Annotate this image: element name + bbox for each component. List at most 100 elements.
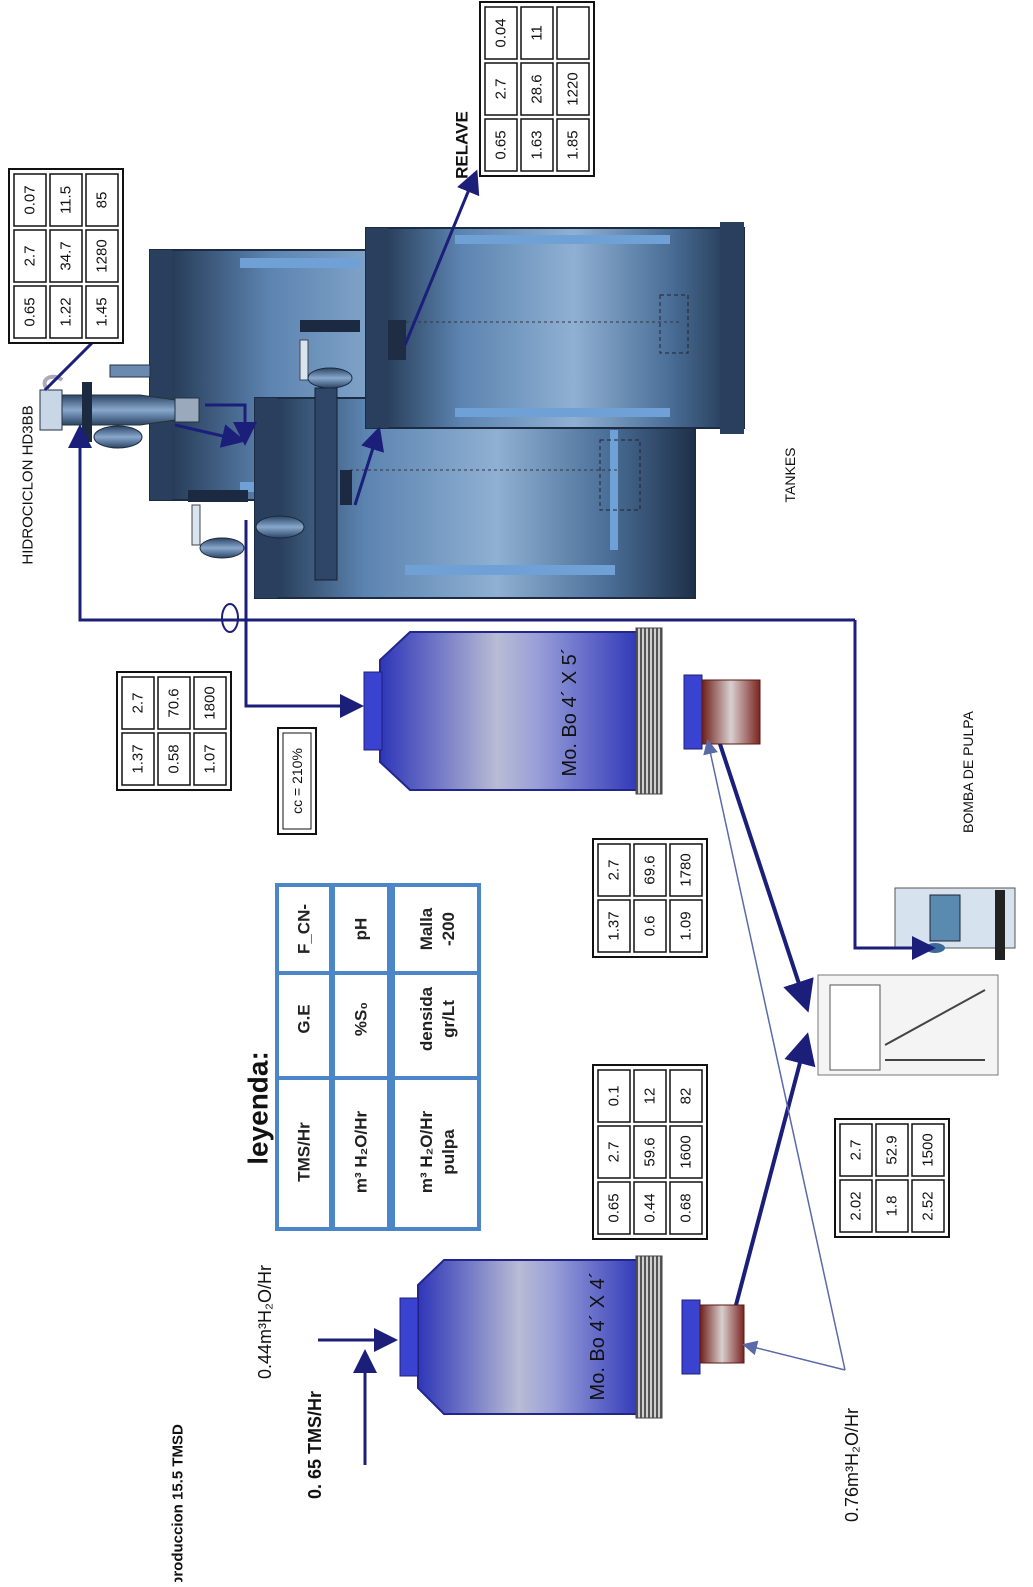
svg-text:59.6: 59.6	[642, 1137, 659, 1166]
svg-text:m³ H₂O/Hr: m³ H₂O/Hr	[352, 1111, 371, 1194]
produccion-label: produccion 15.5 TMSD	[170, 1424, 187, 1582]
table-cell: 2.7	[130, 693, 147, 714]
svg-text:1220: 1220	[565, 72, 582, 105]
hidrociclon-label: HIDROCICLON HD3BB	[20, 405, 37, 564]
table-cell: 1.63	[529, 130, 546, 159]
table-cell: 0.68	[678, 1193, 695, 1222]
svg-text:11: 11	[529, 25, 546, 41]
mill-small	[400, 1256, 744, 1418]
svg-text:0.04: 0.04	[493, 18, 510, 47]
table-cell: 1.22	[58, 297, 75, 326]
bomba-label: BOMBA DE PULPA	[960, 710, 976, 833]
table-cell: 0.44	[642, 1193, 659, 1222]
table-cell: 1.09	[678, 911, 695, 940]
svg-text:Mo. Bo 4´ X 5´: Mo. Bo 4´ X 5´	[559, 648, 581, 777]
svg-text:1.85: 1.85	[565, 130, 582, 159]
svg-text:0.44m³H₂O/Hr: 0.44m³H₂O/Hr	[255, 1265, 275, 1379]
table-cell: 2.7	[493, 79, 510, 100]
table-cell: 82	[678, 1088, 695, 1105]
svg-text:0.65: 0.65	[606, 1193, 623, 1222]
table-cell: 0.58	[166, 744, 183, 773]
svg-text:12: 12	[642, 1088, 659, 1105]
table-cell: 0.1	[606, 1086, 623, 1107]
legend-cell: G.E	[295, 1004, 314, 1033]
table-cell: 70.6	[166, 688, 183, 717]
svg-text:0.44: 0.44	[642, 1193, 659, 1222]
svg-text:1780: 1780	[678, 853, 695, 886]
table-cell: 12	[642, 1088, 659, 1105]
legend-title: leyenda:	[243, 1051, 274, 1165]
svg-text:1.45: 1.45	[94, 297, 111, 326]
table-cell: 0.6	[642, 916, 659, 937]
svg-text:52.9: 52.9	[884, 1135, 901, 1164]
svg-text:%S₀: %S₀	[352, 1002, 371, 1036]
table-cell: 1.8	[884, 1196, 901, 1217]
svg-text:1.09: 1.09	[678, 911, 695, 940]
hidrociclon-table: 0.652.70.071.2234.711.51.45128085	[9, 169, 123, 343]
table-cell: 2.7	[606, 1142, 623, 1163]
relave-label: RELAVE	[453, 111, 472, 179]
table-cell: 0.07	[22, 185, 39, 214]
table-cell: 1800	[202, 686, 219, 719]
legend-cell: TMS/Hr	[295, 1122, 314, 1182]
mill-large-label: Mo. Bo 4´ X 5´	[559, 648, 581, 777]
table-cell: 2.7	[848, 1140, 865, 1161]
table-cell: 0.65	[22, 297, 39, 326]
svg-text:1500: 1500	[920, 1133, 937, 1166]
table-cell: 1.37	[130, 744, 147, 773]
svg-text:0.68: 0.68	[678, 1193, 695, 1222]
tankes-label: TANKES	[782, 448, 798, 503]
svg-text:1.37: 1.37	[130, 744, 147, 773]
svg-text:0.65: 0.65	[22, 297, 39, 326]
svg-text:2.7: 2.7	[606, 860, 623, 881]
table-cell: 1780	[678, 853, 695, 886]
mill_large_in-table: 1.37 2.7 0.58 70.6 1.07 1800	[117, 672, 231, 790]
svg-text:2.7: 2.7	[606, 1142, 623, 1163]
table-cell: 2.02	[848, 1191, 865, 1220]
svg-text:1600: 1600	[678, 1135, 695, 1168]
table-cell: 85	[94, 192, 111, 209]
svg-text:1280: 1280	[94, 239, 111, 272]
svg-text:TANKES: TANKES	[782, 448, 798, 503]
table-cell: 1.07	[202, 744, 219, 773]
svg-text:82: 82	[678, 1088, 695, 1105]
table-cell: 1280	[94, 239, 111, 272]
legend-cell: m³ H₂O/Hr	[352, 1111, 371, 1194]
svg-text:2.7: 2.7	[22, 246, 39, 267]
pump-water-label: 0.76m³H₂O/Hr	[842, 1408, 862, 1522]
feed-table: 0.65 2.7 0.1 0.44 59.6 12 0.68 1600 82	[593, 1065, 707, 1239]
legend-cell: F_CN-	[295, 904, 314, 954]
svg-text:produccion 15.5 TMSD: produccion 15.5 TMSD	[170, 1424, 187, 1582]
svg-text:Mo. Bo 4´ X 4´: Mo. Bo 4´ X 4´	[587, 1272, 609, 1401]
svg-text:F_CN-: F_CN-	[295, 904, 314, 954]
svg-text:69.6: 69.6	[642, 855, 659, 884]
svg-text:0.76m³H₂O/Hr: 0.76m³H₂O/Hr	[842, 1408, 862, 1522]
svg-text:28.6: 28.6	[529, 74, 546, 103]
svg-text:85: 85	[94, 192, 111, 209]
table-cell: 34.7	[58, 241, 75, 270]
svg-text:2.7: 2.7	[130, 693, 147, 714]
svg-text:0.58: 0.58	[166, 744, 183, 773]
table-cell: 52.9	[884, 1135, 901, 1164]
svg-text:cc = 210%: cc = 210%	[289, 748, 305, 814]
mill-small-label: Mo. Bo 4´ X 4´	[587, 1272, 609, 1401]
table-cell: 0.65	[493, 130, 510, 159]
svg-text:0.65: 0.65	[493, 130, 510, 159]
svg-text:RELAVE: RELAVE	[453, 111, 472, 179]
svg-text:2.02: 2.02	[848, 1191, 865, 1220]
pump-table: 2.02 2.7 1.8 52.9 2.52 1500	[835, 1119, 949, 1237]
svg-text:leyenda:: leyenda:	[243, 1051, 274, 1165]
svg-text:2.52: 2.52	[920, 1191, 937, 1220]
svg-text:2.7: 2.7	[493, 79, 510, 100]
svg-text:0.07: 0.07	[22, 185, 39, 214]
table-cell: 2.7	[22, 246, 39, 267]
svg-text:1.63: 1.63	[529, 130, 546, 159]
svg-text:1800: 1800	[202, 686, 219, 719]
tank-front-upper	[366, 222, 744, 434]
table-cell: 1500	[920, 1133, 937, 1166]
cc-label: cc = 210%	[289, 748, 305, 814]
table-cell: 28.6	[529, 74, 546, 103]
svg-text:1.8: 1.8	[884, 1196, 901, 1217]
